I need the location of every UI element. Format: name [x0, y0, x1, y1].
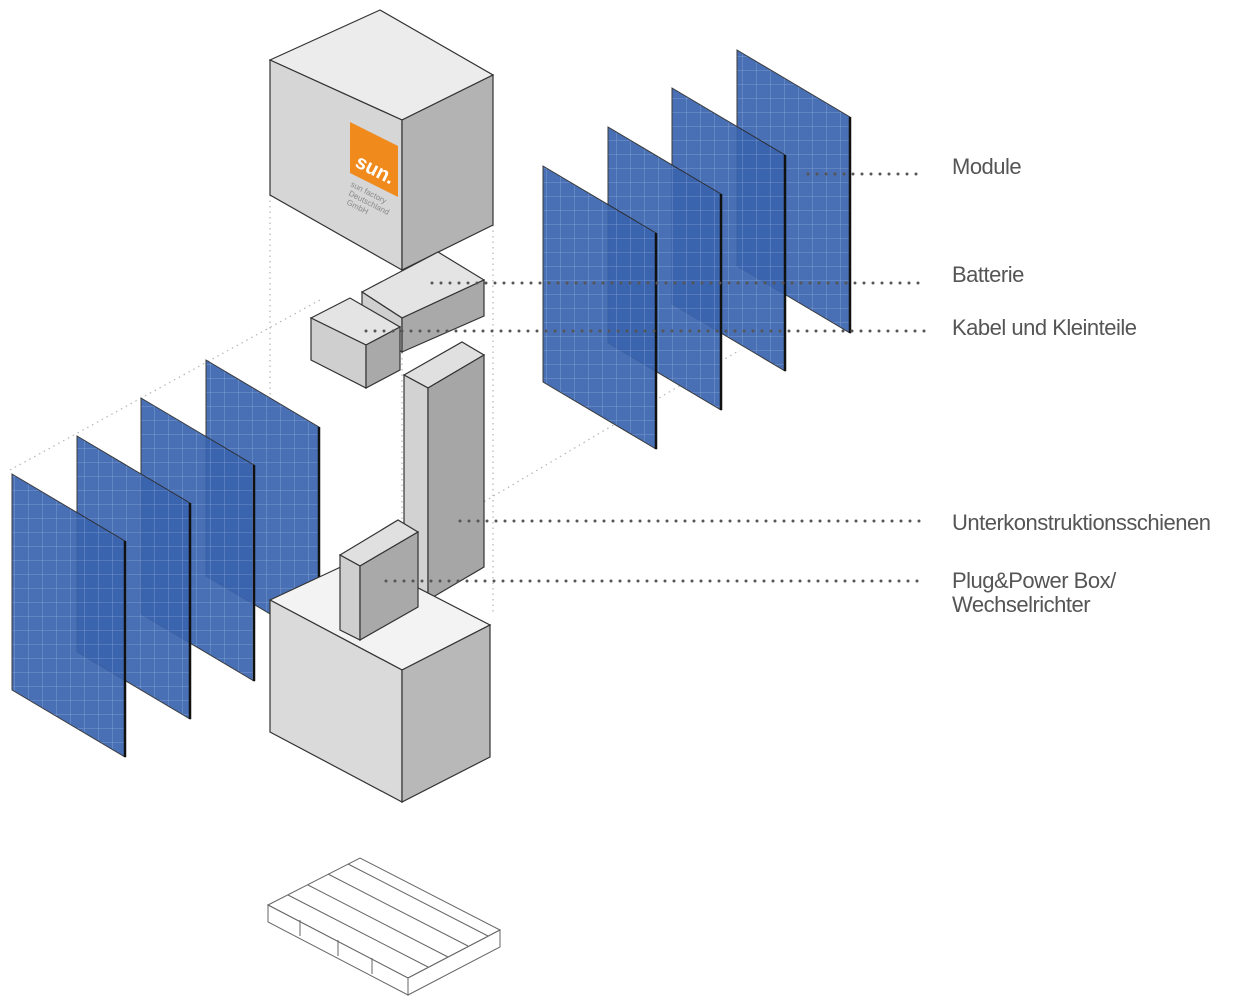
label-schienen: Unterkonstruktionsschienen — [952, 510, 1211, 535]
label-batterie: Batterie — [952, 262, 1024, 287]
cables-parts-box — [309, 297, 402, 389]
label-box-line1: Plug&Power Box/ — [952, 568, 1116, 593]
pallet — [266, 857, 502, 996]
plug-power-box — [338, 519, 420, 642]
solar-modules-left — [11, 359, 321, 758]
label-kabel: Kabel und Kleinteile — [952, 315, 1137, 340]
mounting-rails-bundle — [402, 341, 486, 602]
projection-guides — [9, 195, 741, 690]
leader-lines — [364, 172, 927, 583]
label-box-line2: Wechselrichter — [952, 592, 1091, 617]
solar-modules-right — [542, 49, 852, 450]
label-module: Module — [952, 154, 1022, 179]
shipping-box-lid — [268, 9, 495, 272]
